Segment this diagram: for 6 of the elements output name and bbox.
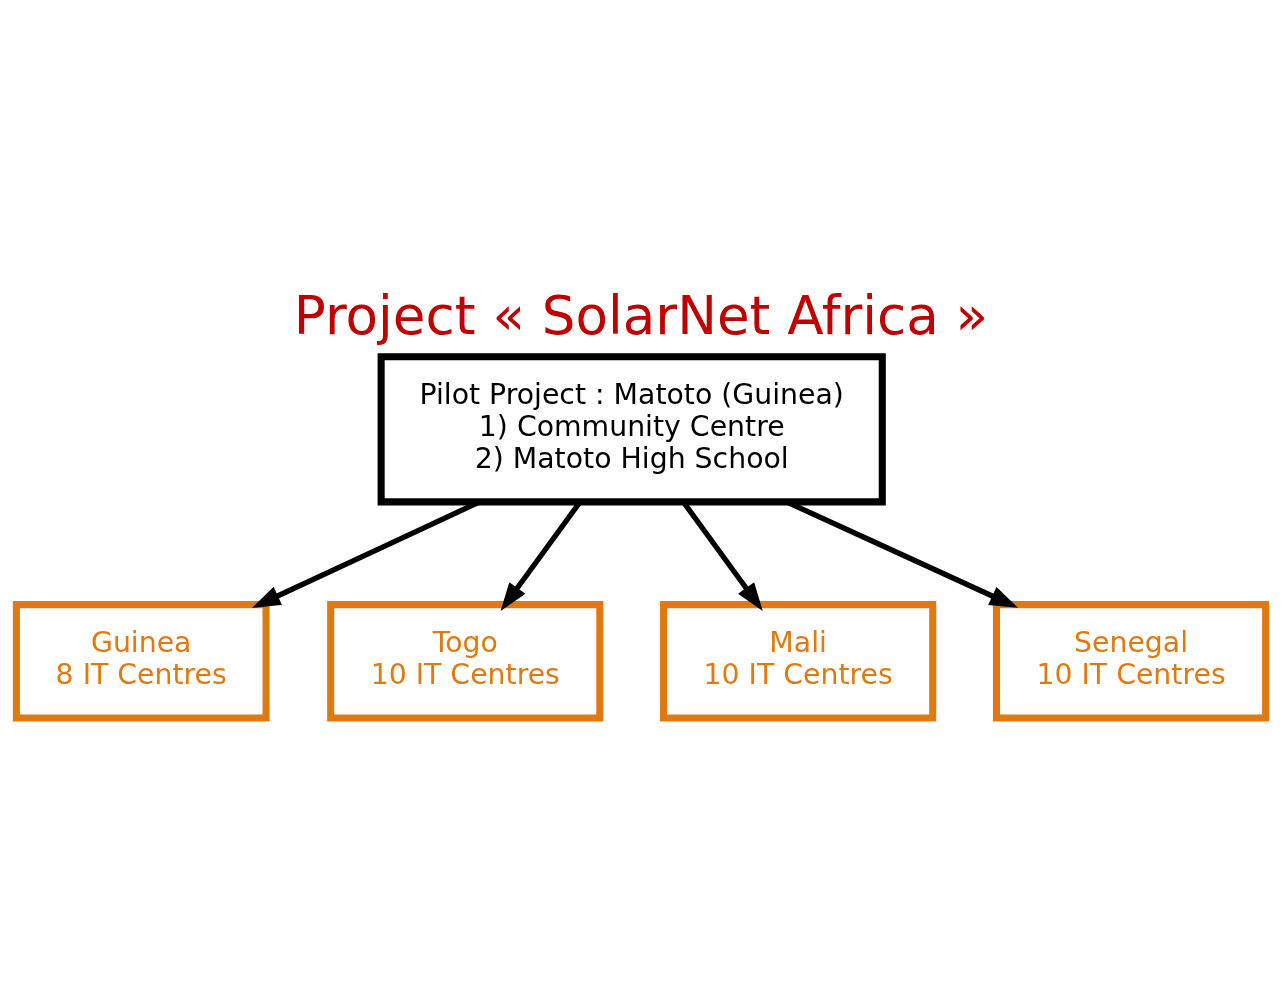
node-box: Togo 10 IT Centres (327, 601, 604, 722)
node-box: Mali 10 IT Centres (660, 601, 937, 722)
node-box: Guinea 8 IT Centres (12, 601, 270, 722)
node-box: Senegal 10 IT Centres (992, 601, 1270, 722)
node-box: Pilot Project : Matoto (Guinea) 1) Community Centre 2) Matoto High School (377, 353, 886, 506)
diagram-title: Project « SolarNet Africa » (293, 284, 989, 347)
